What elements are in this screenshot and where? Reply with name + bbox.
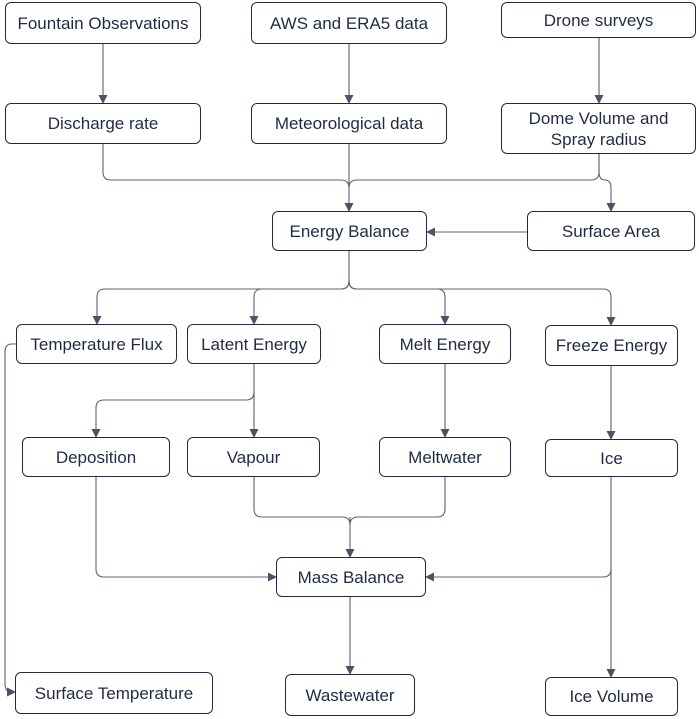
edge-energy-to-melt: [348, 280, 450, 325]
edge-dome-to-energy: [348, 154, 600, 189]
node-discharge-rate: Discharge rate: [5, 103, 201, 144]
node-ice: Ice: [545, 439, 678, 477]
node-deposition: Deposition: [22, 437, 170, 477]
node-melt-energy: Melt Energy: [379, 324, 511, 364]
node-energy-balance: Energy Balance: [272, 211, 427, 251]
node-fountain-observations: Fountain Observations: [5, 2, 201, 44]
edge-ice-to-mass: [425, 477, 612, 582]
node-temperature-flux: Temperature Flux: [16, 324, 177, 364]
node-surface-temperature: Surface Temperature: [15, 672, 213, 714]
edge-meltwater-to-mass: [349, 477, 446, 526]
node-wastewater: Wastewater: [285, 674, 415, 716]
edge-discharge-to-energy: [102, 144, 350, 189]
edge-energy-to-latent: [249, 280, 350, 325]
node-meteorological-data: Meteorological data: [251, 103, 447, 144]
node-latent-energy: Latent Energy: [187, 324, 321, 364]
node-surface-area: Surface Area: [527, 211, 695, 251]
edge-latent-to-deposition: [91, 391, 255, 438]
edge-vapour-to-mass: [253, 477, 351, 526]
edge-deposition-to-mass: [95, 477, 277, 582]
node-aws-era5-data: AWS and ERA5 data: [251, 2, 447, 44]
edge-energy-to-freeze: [348, 280, 616, 326]
node-drone-surveys: Drone surveys: [501, 2, 696, 38]
edge-dome-to-surface-area: [598, 154, 616, 212]
node-vapour: Vapour: [187, 437, 320, 477]
node-meltwater: Meltwater: [379, 437, 511, 477]
node-dome-volume-spray-radius: Dome Volume and Spray radius: [501, 103, 696, 154]
edge-energy-trunk: [92, 251, 350, 325]
node-ice-volume: Ice Volume: [545, 677, 678, 716]
node-mass-balance: Mass Balance: [276, 557, 426, 597]
edge-temperature-to-surface-temp: [4, 343, 16, 697]
node-freeze-energy: Freeze Energy: [545, 325, 678, 366]
